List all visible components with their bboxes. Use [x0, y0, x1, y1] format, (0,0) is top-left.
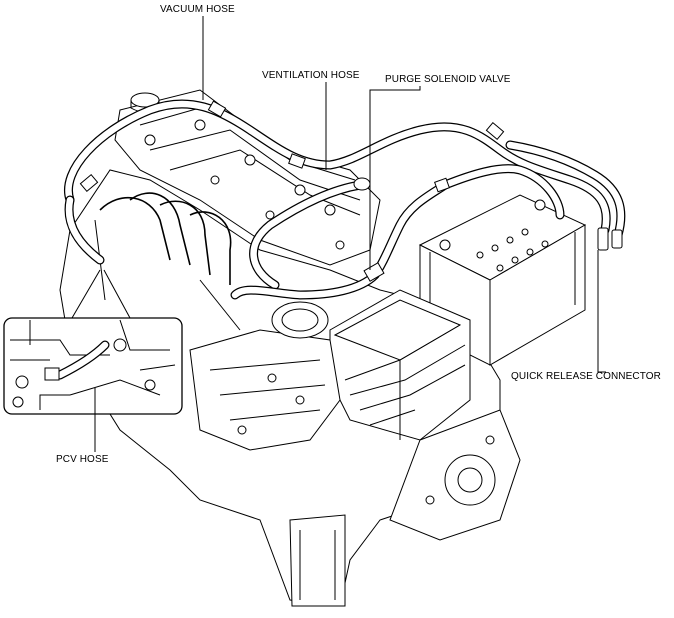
air-cleaner: [329, 289, 471, 441]
purge-hose: [230, 164, 565, 300]
pcv-inset: [3, 269, 183, 415]
battery: [418, 194, 587, 366]
intake-duct: [189, 301, 341, 451]
vacuum-hose-label: VACUUM HOSE: [160, 4, 235, 15]
pcv-hose-label: PCV HOSE: [56, 454, 109, 465]
ventilation-hose-label: VENTILATION HOSE: [262, 70, 360, 81]
ventilation-hose: [249, 177, 371, 290]
transmission: [289, 409, 521, 607]
quick-release-connector-label: QUICK RELEASE CONNECTOR: [511, 371, 661, 382]
purge-solenoid-valve-label: PURGE SOLENOID VALVE: [385, 74, 511, 85]
vacuum-hose: [64, 99, 626, 265]
leader-lines: [94, 16, 606, 452]
